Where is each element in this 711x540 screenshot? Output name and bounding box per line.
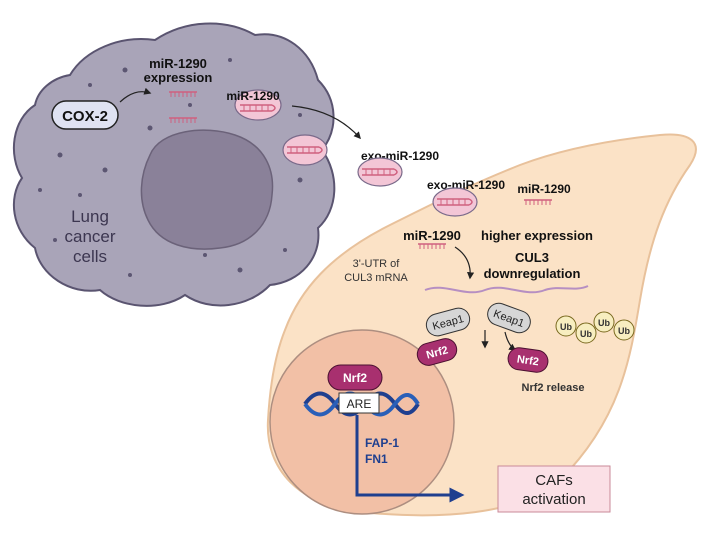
cancer-nucleus xyxy=(140,129,274,250)
cox2-pill xyxy=(51,100,119,130)
ub-icon xyxy=(613,319,635,341)
cancer-cell-label-line2: cancer xyxy=(64,227,115,246)
cox2-label: COX-2 xyxy=(62,108,108,125)
ubiquitin-chain: Ub Ub Ub Ub xyxy=(555,311,635,344)
keap1-right-icon xyxy=(487,302,531,334)
cancer-cell-label-line1: Lung xyxy=(71,207,109,226)
cul3-label-line1: CUL3 xyxy=(515,250,549,265)
vesicle-label: miR-1290 xyxy=(226,89,280,103)
budding-exosome-icon xyxy=(282,134,328,166)
nucleus-nrf2-label: Nrf2 xyxy=(343,371,367,385)
nrf2-left-icon xyxy=(416,338,458,366)
are-label: ARE xyxy=(347,397,372,411)
gene-label-line2: FN1 xyxy=(365,452,388,466)
utr-label-line2: CUL3 mRNA xyxy=(344,272,408,284)
cancer-cell-label-line3: cells xyxy=(73,247,107,266)
cul3-mrna-icon xyxy=(424,285,589,294)
exosome-inside-icon xyxy=(432,187,478,217)
expression-label-line2: expression xyxy=(144,70,213,85)
nrf2-right-label: Nrf2 xyxy=(516,354,539,369)
fibroblast-nucleus xyxy=(269,329,455,515)
nrf2-left-label: Nrf2 xyxy=(425,344,449,361)
ub-label: Ub xyxy=(560,322,572,332)
free-mirna-label: miR-1290 xyxy=(517,182,571,196)
cafs-activation-line2: activation xyxy=(522,491,585,508)
utr-label-line1: 3'-UTR of xyxy=(353,258,401,270)
gene-label-line1: FAP-1 xyxy=(365,436,399,450)
higher-expression-label: higher expression xyxy=(481,228,593,243)
nucleus-nrf2-icon xyxy=(327,364,383,391)
ub-icon xyxy=(593,311,615,333)
are-box xyxy=(338,392,380,414)
ub-label: Ub xyxy=(598,318,610,328)
cafs-activation-line1: CAFs xyxy=(535,472,573,489)
ub-label: Ub xyxy=(580,329,592,339)
cytoplasm-dots xyxy=(38,58,303,277)
keap1-left-icon xyxy=(425,307,471,337)
fibroblast-mirna-label: miR-1290 xyxy=(403,228,461,243)
ub-label: Ub xyxy=(618,326,630,336)
cafs-activation-box xyxy=(497,465,611,513)
ub-icon xyxy=(555,315,577,337)
secretion-arrow xyxy=(291,105,361,140)
ub-icon xyxy=(575,322,597,344)
nrf2-right-icon xyxy=(507,347,549,373)
binding-arrow xyxy=(454,246,475,280)
expression-label-line1: miR-1290 xyxy=(149,56,207,71)
nrf2-release-label: Nrf2 release xyxy=(522,382,585,394)
cul3-label-line2: downregulation xyxy=(484,266,581,281)
exosome-outside-icon xyxy=(357,157,403,187)
pathway-arrow xyxy=(355,415,465,503)
cox2-arrow xyxy=(119,87,152,103)
